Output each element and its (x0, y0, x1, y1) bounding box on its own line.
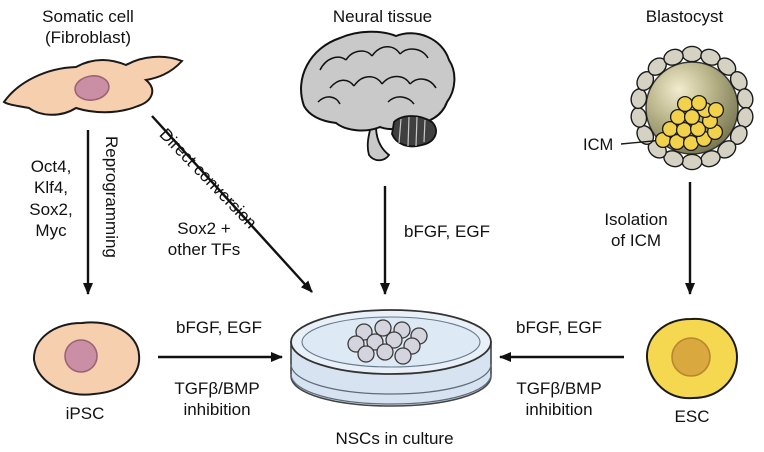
petri-dish-icon (290, 309, 492, 407)
icm-isolation-label: Isolation of ICM (604, 210, 668, 251)
ipsc-inhibition-label: TGFβ/BMP inhibition (174, 379, 260, 420)
neural-tissue-label: Neural tissue (332, 7, 433, 26)
nsc-colonies (347, 319, 428, 365)
esc-label: ESC (674, 407, 710, 426)
brain-gyri (317, 46, 437, 105)
fibroblast-cell-icon (2, 55, 184, 116)
dish-stack-line-2 (290, 373, 492, 405)
ipsc-nucleus (64, 339, 98, 373)
cerebellum-stripes (398, 116, 426, 147)
esc-cell-icon (645, 317, 739, 400)
ipsc-label: iPSC (65, 404, 105, 423)
fibroblast-nucleus (74, 75, 110, 101)
esc-growth-factors-label: bFGF, EGF (516, 318, 602, 337)
blastocyst-label: Blastocyst (645, 7, 724, 26)
ipsc-cell-icon (32, 321, 141, 396)
direct-conversion-factors-label: Sox2 + other TFs (167, 219, 241, 260)
icm-cells (654, 94, 725, 152)
somatic-cell-label: Somatic cell (Fibroblast) (42, 7, 134, 48)
esc-nucleus (671, 337, 711, 377)
brain-icon (300, 30, 456, 162)
reprogramming-factors-label: Oct4, Klf4, Sox2, Myc (29, 157, 73, 241)
dish-stack-line-1 (290, 363, 492, 395)
trophoblast-ring (630, 45, 754, 171)
esc-inhibition-label: TGFβ/BMP inhibition (516, 379, 602, 420)
ipsc-growth-factors-label: bFGF, EGF (176, 318, 262, 337)
nsc-culture-label: NSCs in culture (335, 429, 454, 448)
reprogramming-label: Reprogramming (102, 136, 121, 258)
neural-growth-factors-label: bFGF, EGF (404, 222, 490, 241)
brain-stem (366, 125, 391, 162)
cerebrum (300, 30, 456, 132)
direct-conversion-label: Direct conversion (155, 124, 261, 233)
icm-label: ICM (583, 136, 613, 154)
blastocyst-icon: ICM (583, 45, 754, 171)
